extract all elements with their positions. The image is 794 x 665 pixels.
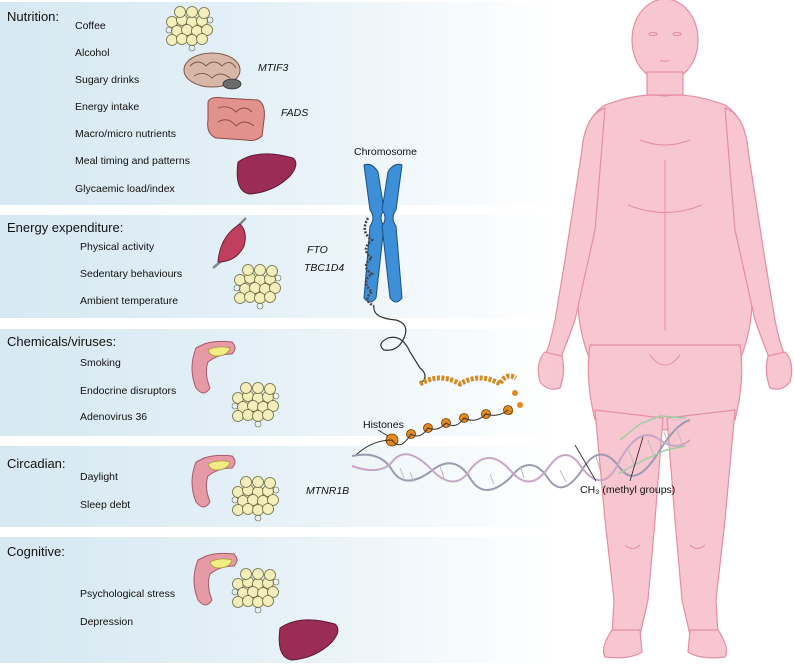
brain-icon: [183, 52, 242, 90]
chromatin-fibre: [418, 373, 518, 388]
adipose-tissue-icon: [231, 568, 280, 614]
gene-label-mtif3: MTIF3: [258, 62, 289, 74]
panel-title-nutrition: Nutrition:: [7, 9, 60, 24]
liver-icon: [278, 619, 339, 661]
factor-item: Ambient temperature: [80, 295, 179, 307]
panel-title-chemicals-viruses: Chemicals/viruses:: [7, 334, 117, 349]
pancreas-icon: [191, 454, 236, 508]
dna-strand: [373, 305, 426, 385]
factor-item: Adenovirus 36: [80, 411, 148, 423]
adipose-tissue-icon: [233, 264, 282, 310]
factor-item: Depression: [80, 616, 134, 628]
factor-item: Meal timing and patterns: [75, 155, 190, 167]
factor-item: Endocrine disruptors: [80, 385, 177, 397]
adipose-tissue-icon: [231, 476, 280, 522]
adipose-tissue-icon: [165, 6, 214, 52]
chromosome-icon: [363, 163, 403, 308]
liver-icon: [236, 153, 297, 195]
factor-item: Smoking: [80, 357, 121, 369]
pancreas-icon: [193, 552, 238, 606]
gene-label-fads: FADS: [281, 107, 309, 119]
histone-beads: [385, 405, 513, 447]
intestine-icon: [207, 97, 265, 141]
panel-title-circadian: Circadian:: [7, 456, 66, 471]
factor-item: Sleep debt: [80, 499, 131, 511]
panel-circadian: Circadian: Daylight Sleep debt: [0, 446, 560, 527]
factor-item: Sugary drinks: [75, 74, 140, 86]
panel-title-cognitive: Cognitive:: [7, 544, 65, 559]
factor-item: Glycaemic load/index: [75, 183, 175, 195]
muscle-icon: [212, 217, 247, 269]
factor-item: Energy intake: [75, 101, 140, 113]
factor-item: Psychological stress: [80, 588, 176, 600]
factor-item: Daylight: [80, 471, 118, 483]
chromosome-label: Chromosome: [354, 146, 418, 158]
factor-item: Coffee: [75, 20, 106, 32]
adipose-tissue-icon: [231, 382, 280, 428]
factor-item: Sedentary behaviours: [80, 268, 183, 280]
factor-item: Alcohol: [75, 47, 110, 59]
dna-helix-icon: [351, 415, 691, 491]
gene-label-fto: FTO: [307, 244, 328, 256]
methyl-groups-label: CH₃ (methyl groups): [580, 484, 676, 496]
histones-label: Histones: [363, 419, 404, 431]
panel-energy-expenditure: Energy expenditure: Physical activity Se…: [0, 215, 560, 318]
gene-label-mtnr1b: MTNR1B: [306, 485, 350, 497]
factor-item: Physical activity: [80, 241, 155, 253]
gene-label-tbc1d4: TBC1D4: [304, 262, 345, 274]
factor-item: Macro/micro nutrients: [75, 128, 176, 140]
panel-title-energy-expenditure: Energy expenditure:: [7, 220, 124, 235]
pancreas-icon: [191, 340, 236, 394]
